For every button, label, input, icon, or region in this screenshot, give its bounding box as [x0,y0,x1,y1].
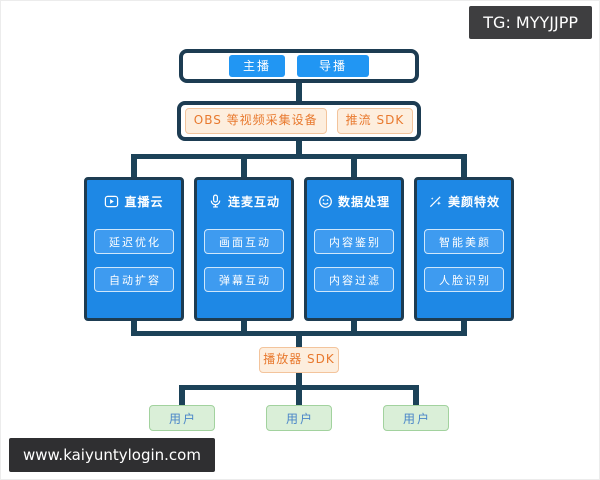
panel-title: 美颜特效 [447,195,500,209]
connector [296,141,302,154]
node-player-sdk: 播放器 SDK [259,347,339,373]
node-content-filtering: 内容过滤 [314,267,394,292]
node-latency-optimization: 延迟优化 [94,229,174,254]
node-user-2: 用户 [266,405,332,431]
connector [179,390,185,405]
connector [461,159,467,177]
connector [179,385,419,390]
capture-frame: OBS 等视频采集设备 推流 SDK [177,101,421,141]
panel-live-cloud: 直播云 延迟优化 自动扩容 [84,177,184,321]
connector [296,373,302,385]
node-danmaku-interaction: 弹幕互动 [204,267,284,292]
node-obs-capture: OBS 等视频采集设备 [184,108,327,134]
connector [241,159,247,177]
node-user-1: 用户 [149,405,215,431]
connector [241,321,247,336]
panel-title: 数据处理 [337,195,390,209]
face-icon [318,194,333,209]
microphone-icon [208,194,223,209]
panel-mic-interaction: 连麦互动 画面互动 弹幕互动 [194,177,294,321]
panel-beauty-effects: 美颜特效 智能美颜 人脸识别 [414,177,514,321]
node-user-3: 用户 [383,405,449,431]
node-anchor: 主播 [228,54,285,78]
node-face-recognition: 人脸识别 [424,267,504,292]
connector [131,331,467,336]
panel-data-processing: 数据处理 内容鉴别 内容过滤 [304,177,404,321]
connector [131,154,467,159]
sources-frame: 主播 导播 [179,49,419,83]
beauty-wand-icon [428,194,443,209]
node-screen-interaction: 画面互动 [204,229,284,254]
node-smart-beauty: 智能美颜 [424,229,504,254]
node-auto-scaling: 自动扩容 [94,267,174,292]
panel-title: 直播云 [124,195,164,209]
connector [413,390,419,405]
connector [131,159,137,177]
connector [351,159,357,177]
connector [296,83,302,101]
connector [131,321,137,336]
tg-contact-badge: TG: MYYJJPP [469,6,592,39]
connector [351,321,357,336]
connector [296,390,302,405]
panel-title: 连麦互动 [227,195,280,209]
live-cloud-icon [104,194,119,209]
node-director: 导播 [297,54,370,78]
node-push-sdk: 推流 SDK [336,108,414,134]
connector [461,321,467,336]
website-badge: www.kaiyuntylogin.com [9,438,215,472]
node-content-identification: 内容鉴别 [314,229,394,254]
connector [296,336,302,347]
